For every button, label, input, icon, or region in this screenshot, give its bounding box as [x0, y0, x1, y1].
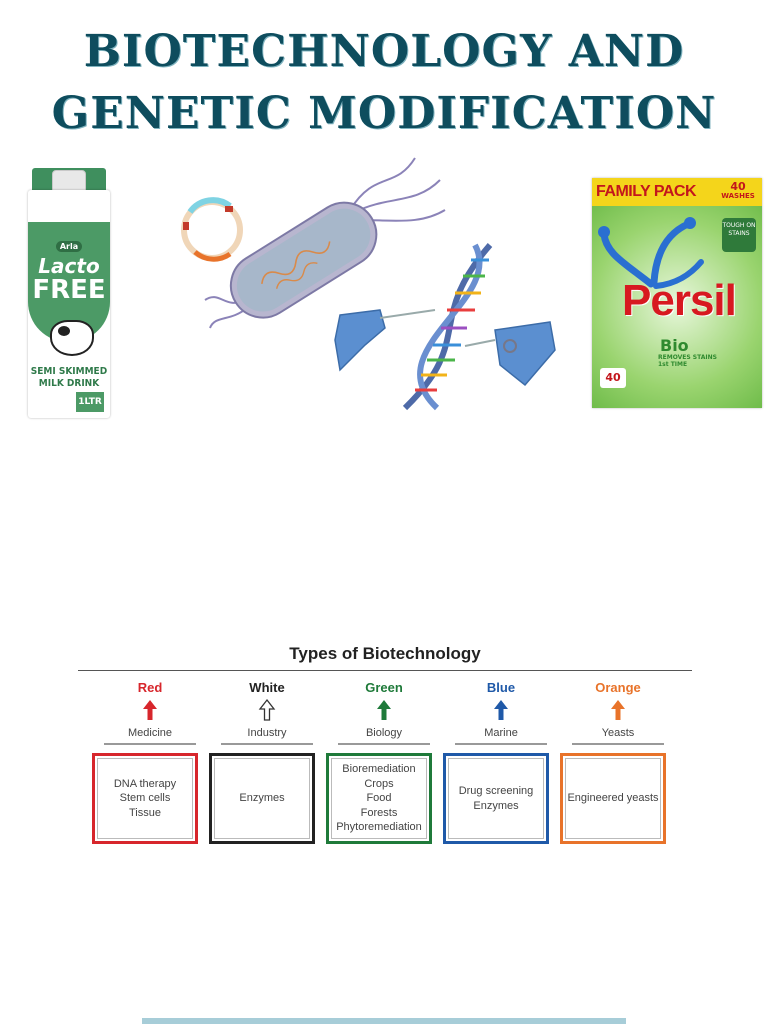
- arla-logo: Arla: [55, 241, 83, 252]
- field-underline: [221, 743, 313, 745]
- biotech-column-orange: Orange Yeasts Engineered yeasts: [560, 680, 676, 852]
- footer-bar: [142, 1018, 626, 1024]
- biotech-column-blue: Blue Marine Drug screening Enzymes: [443, 680, 559, 852]
- heading-rule: [78, 670, 692, 671]
- column-field: Yeasts: [601, 727, 635, 739]
- persil-banner: [592, 178, 762, 206]
- persil-tough-badge: TOUGH ON STAINS: [722, 218, 756, 252]
- carton-body: Arla Lacto FREE SEMI SKIMMED MILK DRINK …: [28, 190, 110, 418]
- persil-count-badge: 40: [600, 368, 626, 388]
- gloved-hands-icon: [334, 309, 556, 387]
- persil-tagline: REMOVES STAINS 1st TIME: [658, 354, 717, 368]
- persil-splash-icon: [598, 217, 704, 289]
- field-underline: [338, 743, 430, 745]
- column-items: Drug screening Enzymes: [458, 785, 534, 812]
- biotech-column-white: White Industry Enzymes: [209, 680, 325, 852]
- carton-product-line1: Lacto: [38, 254, 100, 278]
- persil-logo: Persil: [622, 276, 737, 325]
- biotech-column-red: Red Medicine DNA therapy Stem cells Tiss…: [92, 680, 208, 852]
- carton-description: SEMI SKIMMED MILK DRINK: [28, 366, 110, 390]
- figure-heading: Types of Biotechnology: [289, 644, 481, 663]
- column-name: Red: [137, 680, 163, 695]
- persil-washes-label: WASHES: [721, 192, 755, 200]
- column-name: Green: [365, 680, 403, 695]
- up-arrow-icon: [494, 700, 508, 720]
- column-items-box: Bioremediation Crops Food Forests Phytor…: [326, 753, 432, 844]
- column-items: DNA therapy Stem cells Tissue: [113, 777, 177, 819]
- column-items-box: Enzymes: [209, 753, 315, 844]
- column-field: Biology: [365, 727, 403, 739]
- up-arrow-icon: [377, 700, 391, 720]
- field-underline: [572, 743, 664, 745]
- up-arrow-outline-icon: [258, 698, 276, 721]
- lactofree-milk-image: Arla Lacto FREE SEMI SKIMMED MILK DRINK …: [24, 162, 112, 420]
- column-name: Orange: [595, 680, 641, 695]
- up-arrow-icon: [143, 700, 157, 720]
- column-items: Bioremediation Crops Food Forests Phytor…: [336, 763, 422, 834]
- types-of-biotechnology-figure: Types of Biotechnology Red Medicine DNA …: [78, 640, 692, 852]
- column-items-box: Engineered yeasts: [560, 753, 666, 844]
- column-items: Enzymes: [239, 792, 285, 805]
- field-underline: [455, 743, 547, 745]
- dna-helix-icon: [402, 243, 493, 411]
- biotech-column-green: Green Biology Bioremediation Crops Food …: [326, 680, 442, 852]
- persil-washes: 40 WASHES: [718, 181, 758, 201]
- column-field: Marine: [484, 727, 518, 739]
- persil-washes-count: 40: [730, 180, 746, 193]
- carton-volume: 1LTR: [76, 392, 104, 412]
- column-name: White: [249, 680, 285, 695]
- carton-brand: Arla Lacto FREE: [32, 234, 106, 303]
- persil-family-pack: FAMILY PACK: [596, 183, 697, 200]
- carton-product-line2: FREE: [32, 275, 106, 305]
- carton-desc-line1: SEMI SKIMMED: [30, 366, 108, 377]
- field-underline: [104, 743, 196, 745]
- title-line-1: Biotechnology and: [83, 26, 685, 77]
- carton-desc-line2: MILK DRINK: [38, 378, 100, 389]
- persil-variant: Bio: [660, 336, 689, 355]
- bacterium-icon: [229, 201, 378, 319]
- title-line-2: Genetic Modification: [51, 88, 717, 139]
- column-name: Blue: [486, 680, 516, 695]
- column-items-box: DNA therapy Stem cells Tissue: [92, 753, 198, 844]
- column-items-box: Drug screening Enzymes: [443, 753, 549, 844]
- plasmid-icon: [181, 197, 243, 262]
- up-arrow-icon: [611, 700, 625, 720]
- column-field: Industry: [247, 727, 287, 739]
- persil-bio-image: FAMILY PACK 40 WASHES TOUGH ON STAINS Pe…: [592, 178, 762, 408]
- cow-icon: [50, 320, 94, 356]
- column-field: Medicine: [127, 727, 173, 739]
- bacterium-dna-illustration: [181, 157, 556, 411]
- column-items: Engineered yeasts: [567, 792, 659, 805]
